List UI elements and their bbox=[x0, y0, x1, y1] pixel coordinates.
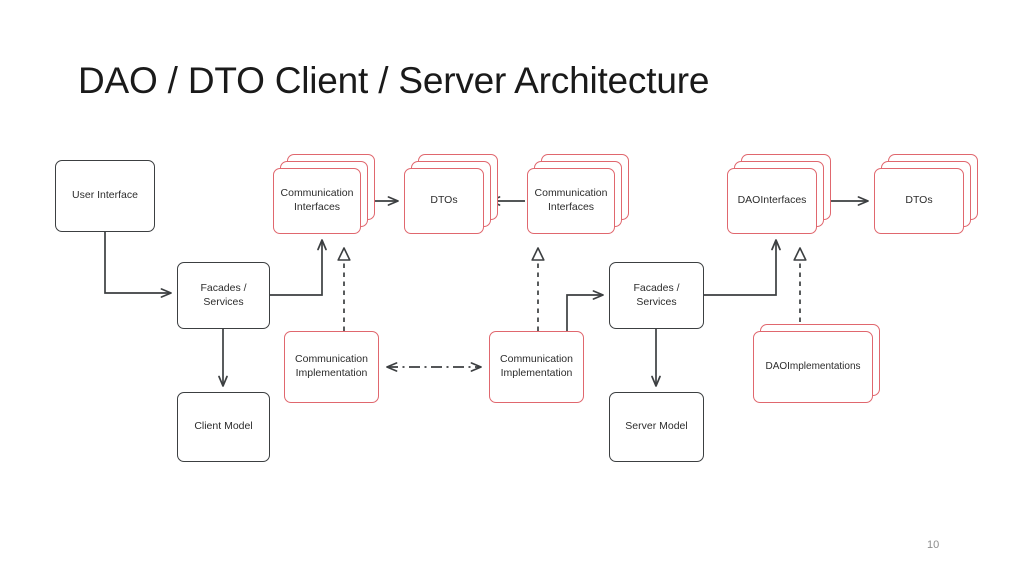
page-number: 10 bbox=[927, 539, 940, 551]
node-label: DTOs bbox=[430, 194, 458, 207]
node-client-dtos[interactable]: DTOs bbox=[404, 168, 484, 234]
node-label: DAOImplementations bbox=[765, 361, 861, 373]
node-dao-implementations[interactable]: DAOImplementations bbox=[753, 331, 873, 403]
node-label: Client Model bbox=[194, 420, 253, 433]
connector-server-facades-to-dao-interfaces bbox=[704, 239, 781, 296]
node-dao-interfaces[interactable]: DAOInterfaces bbox=[727, 168, 817, 234]
page-title: DAO / DTO Client / Server Architecture bbox=[78, 60, 710, 101]
node-client-model[interactable]: Client Model bbox=[177, 392, 270, 462]
node-client-facades[interactable]: Facades /Services bbox=[177, 262, 270, 329]
node-server-model[interactable]: Server Model bbox=[609, 392, 704, 462]
node-server-dtos[interactable]: DTOs bbox=[874, 168, 964, 234]
connector-server-impl-to-server-facades bbox=[566, 290, 604, 331]
node-server-facades[interactable]: Facades /Services bbox=[609, 262, 704, 329]
node-label: DTOs bbox=[905, 194, 933, 207]
node-label: Facades /Services bbox=[200, 281, 247, 308]
connector-ui-to-client-facades bbox=[104, 232, 172, 298]
node-user-interface[interactable]: User Interface bbox=[55, 160, 155, 232]
node-label: Facades /Services bbox=[633, 281, 680, 308]
node-label: Server Model bbox=[625, 420, 688, 433]
connector-client-facades-to-comm-interfaces bbox=[270, 239, 327, 296]
node-label: User Interface bbox=[72, 189, 138, 202]
node-label: DAOInterfaces bbox=[737, 194, 807, 207]
